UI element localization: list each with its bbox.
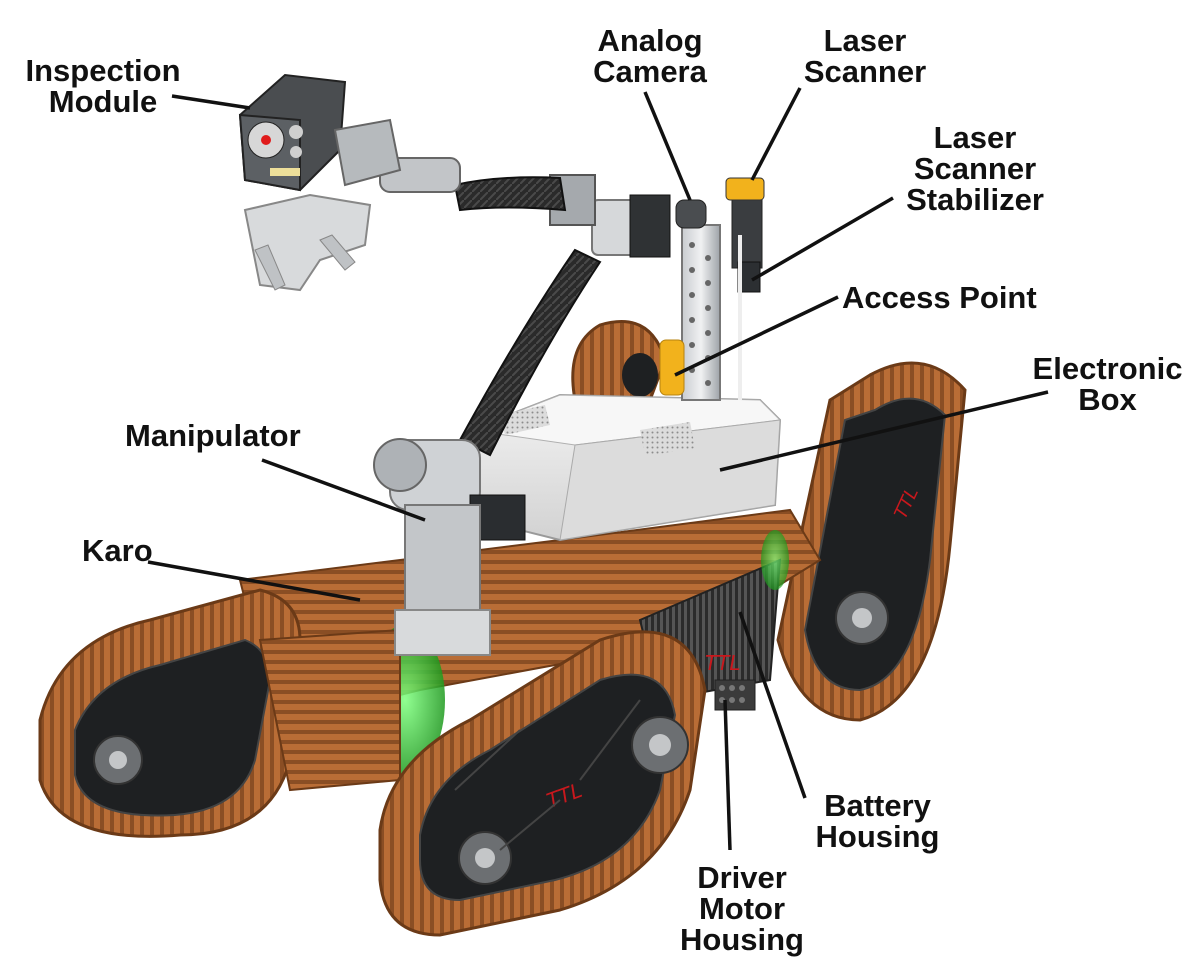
svg-text:TTL: TTL — [705, 651, 741, 675]
label-laser-scanner-stabilizer: Laser Scanner Stabilizer — [906, 120, 1044, 217]
front-left-track — [38, 588, 401, 838]
manipulator-arm — [373, 157, 671, 656]
label-driver-motor-housing: Driver Motor Housing — [680, 860, 804, 957]
label-analog-camera: Analog Camera — [593, 23, 707, 89]
label-laser-scanner: Laser Scanner — [803, 23, 927, 89]
label-karo: Karo — [82, 533, 153, 568]
leader-access-point — [674, 295, 839, 377]
electronic-box — [468, 393, 782, 542]
label-manipulator: Manipulator — [125, 418, 301, 453]
leader-analog-camera — [643, 91, 692, 201]
rear-left-track — [571, 320, 667, 402]
front-right-track: TTL — [378, 630, 707, 937]
label-electronic-box: Electronic Box — [1032, 351, 1183, 417]
rear-right-track: TTL — [776, 361, 967, 722]
leader-inspection-module — [171, 94, 251, 110]
label-inspection-module: Inspection Module — [25, 53, 181, 119]
leader-manipulator — [261, 458, 426, 522]
leader-laser-scanner-stabilizer — [751, 196, 894, 282]
leader-battery-housing — [738, 611, 807, 799]
leader-lines — [147, 87, 1049, 851]
label-battery-housing: Battery Housing — [815, 788, 940, 854]
label-access-point: Access Point — [842, 280, 1037, 315]
leader-karo — [147, 560, 361, 602]
leader-electronic-box — [719, 390, 1049, 472]
leader-laser-scanner — [750, 87, 802, 181]
inspection-module — [238, 73, 402, 292]
leader-driver-motor-housing — [723, 699, 732, 851]
sensor-mast — [659, 177, 765, 401]
